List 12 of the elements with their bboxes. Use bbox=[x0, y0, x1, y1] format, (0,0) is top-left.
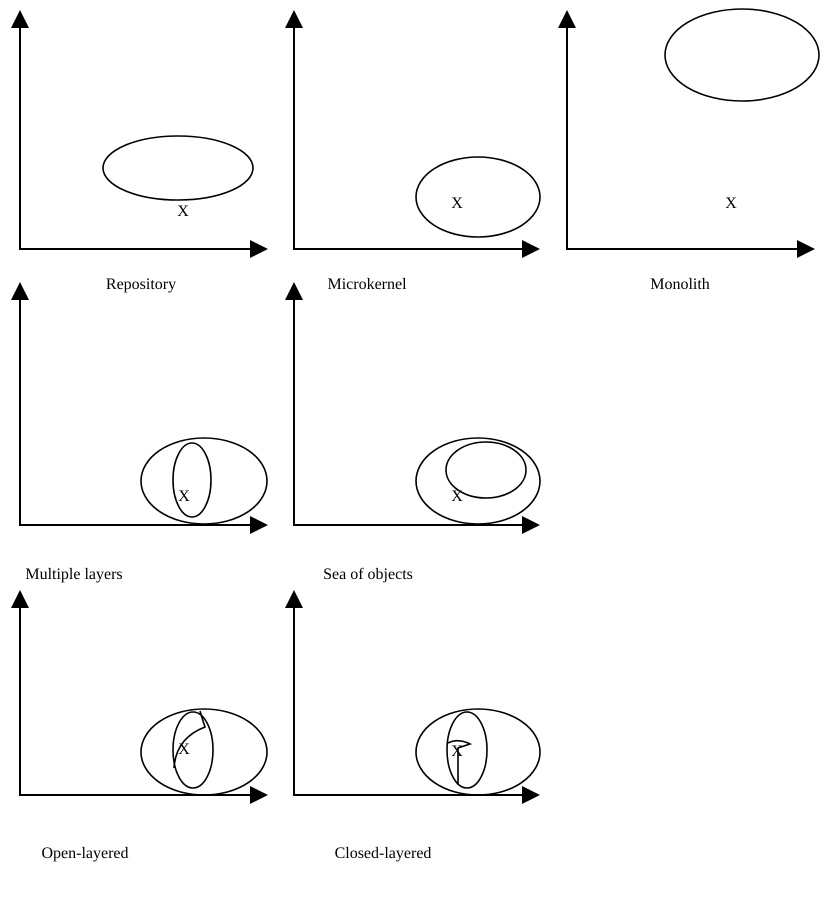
panel-caption: Multiple layers bbox=[25, 567, 123, 583]
panel-caption: Closed-layered bbox=[334, 846, 432, 862]
axis-mark-label: X bbox=[177, 204, 189, 220]
axis-mark-label: X bbox=[451, 196, 463, 212]
panel-caption: Microkernel bbox=[327, 277, 407, 293]
panel-caption: Monolith bbox=[650, 277, 710, 293]
panel-caption: Open-layered bbox=[41, 846, 129, 862]
panel-caption: Sea of objects bbox=[323, 567, 413, 583]
axis-mark-label: X bbox=[178, 489, 190, 505]
axis-mark-label: X bbox=[451, 489, 463, 505]
axis-mark-label: X bbox=[725, 196, 737, 212]
panel-caption: Repository bbox=[106, 277, 176, 293]
